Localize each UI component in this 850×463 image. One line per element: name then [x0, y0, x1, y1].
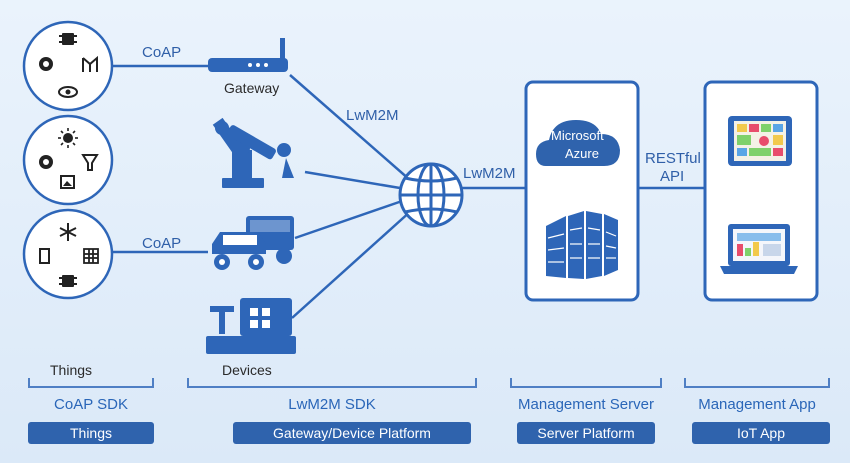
platform-pill-gateway-device: Gateway/Device Platform [233, 422, 471, 444]
thing-group-3 [22, 208, 114, 300]
platform-pill-things: Things [28, 422, 154, 444]
azure-label: Azure [565, 146, 599, 161]
line-robot-globe [304, 170, 401, 190]
car-icon [212, 232, 266, 270]
router-icon [208, 38, 288, 72]
cloud-icon [536, 120, 620, 166]
cash-register-icon [206, 298, 296, 354]
tablet-icon [728, 116, 792, 166]
filter-icon [81, 154, 99, 171]
chip-icon [59, 275, 77, 287]
coap-label-top: CoAP [142, 44, 182, 61]
sdk-label-lwm2m: LwM2M SDK [288, 396, 376, 413]
line-vehicles-globe [294, 198, 406, 240]
globe-icon [398, 162, 464, 228]
snowflake-icon [59, 223, 77, 241]
thing-group-1 [22, 20, 114, 112]
sdk-label-management-app: Management App [698, 396, 816, 413]
connection-lines [112, 64, 526, 319]
things-label: Things [50, 362, 93, 378]
sdk-label-management-server: Management Server [518, 396, 654, 413]
grid-icon [83, 248, 99, 264]
platform-pill-server: Server Platform [517, 422, 655, 444]
line-pos-globe [291, 209, 413, 319]
devices-label: Devices [222, 362, 272, 378]
sun-icon [58, 128, 78, 148]
api-label: API [660, 168, 685, 185]
lwm2m-label-right: LwM2M [463, 165, 516, 182]
chip-icon [59, 33, 77, 45]
platform-pill-iot-app: IoT App [692, 422, 830, 444]
restful-label: RESTful [645, 150, 701, 167]
bracket-things [28, 378, 154, 388]
line-gateway-globe [289, 74, 411, 181]
bracket-gateway-device [187, 378, 477, 388]
sdk-label-coap: CoAP SDK [54, 396, 128, 413]
gear-icon [39, 57, 53, 71]
server-icon [546, 211, 618, 279]
thing-group-2 [22, 114, 114, 206]
beacon-icon [39, 248, 50, 264]
gear-icon [39, 155, 53, 169]
eye-icon [58, 86, 78, 98]
image-icon [60, 175, 75, 189]
bracket-app [684, 378, 830, 388]
coap-label-bottom: CoAP [142, 235, 182, 252]
microsoft-label: Microsoft [551, 128, 604, 143]
bracket-server [510, 378, 662, 388]
laptop-icon [720, 224, 798, 274]
robot-arm-icon [212, 117, 294, 188]
gateway-label: Gateway [224, 80, 280, 96]
beacon-icon [82, 55, 98, 72]
lwm2m-label-upper: LwM2M [346, 107, 399, 124]
